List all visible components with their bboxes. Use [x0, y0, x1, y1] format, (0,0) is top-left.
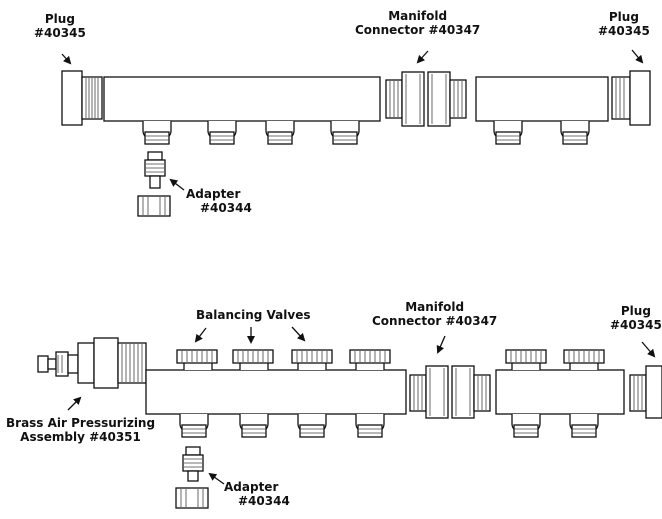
bottom-callout-arrows	[67, 326, 656, 485]
top-left-plug-label-line1: Plug	[44, 12, 75, 26]
top-manifold-body-right	[475, 76, 609, 122]
top-manifold-connector-label-line1: Manifold	[388, 9, 448, 23]
top-right-plug	[611, 70, 651, 126]
bottom-manifold-connector-label-line2: Connector #40347	[372, 314, 498, 328]
bottom-manifold-body-left	[145, 369, 407, 415]
bottom-right-plug-label: Plug #40345	[610, 304, 662, 332]
top-adapter	[137, 151, 171, 217]
top-right-plug-label-line2: #40345	[598, 24, 650, 38]
top-outlet-ports	[142, 121, 360, 145]
top-right-plug-label-line1: Plug	[608, 10, 639, 24]
brass-air-pressurizing-assembly	[37, 337, 147, 389]
bottom-assembly	[37, 337, 662, 509]
bottom-outlet-ports	[179, 414, 385, 438]
pressurizing-assembly-label-line1: Brass Air Pressurizing	[6, 416, 156, 430]
top-adapter-label-line1: Adapter	[186, 187, 241, 201]
top-left-plug-label: Plug #40345	[34, 12, 86, 40]
bottom-adapter-label-line1: Adapter	[224, 480, 279, 494]
bottom-manifold-body-right	[495, 369, 625, 415]
pressurizing-assembly-label: Brass Air Pressurizing Assembly #40351	[6, 416, 155, 444]
balancing-valves-label-line1: Balancing Valves	[196, 308, 311, 322]
bottom-right-plug-label-line2: #40345	[610, 318, 662, 332]
bottom-manifold-connector	[409, 365, 491, 419]
top-manifold-connector-label: Manifold Connector #40347	[355, 9, 480, 37]
bottom-balancing-valve-stems	[176, 349, 391, 370]
top-adapter-label-line2: #40344	[200, 201, 252, 215]
top-assembly	[61, 70, 651, 217]
top-manifold-body-left	[103, 76, 381, 122]
bottom-manifold-connector-label-line1: Manifold	[405, 300, 465, 314]
bottom-right-plug	[629, 365, 662, 419]
top-left-plug-label-line2: #40345	[34, 26, 86, 40]
pressurizing-assembly-label-line2: Assembly #40351	[20, 430, 141, 444]
bottom-right-plug-label-line1: Plug	[620, 304, 651, 318]
bottom-manifold-connector-label: Manifold Connector #40347	[372, 300, 497, 328]
bottom-right-valves	[505, 349, 605, 438]
top-left-plug	[61, 70, 103, 126]
top-right-plug-label: Plug #40345	[598, 10, 650, 38]
top-callout-arrows	[61, 49, 644, 191]
bottom-adapter-label-line2: #40344	[238, 494, 290, 508]
top-manifold-connector	[385, 71, 467, 127]
bottom-adapter	[175, 446, 209, 509]
top-adapter-label: Adapter #40344	[186, 187, 252, 215]
top-manifold-connector-label-line2: Connector #40347	[355, 23, 481, 37]
bottom-adapter-label: Adapter #40344	[224, 480, 290, 508]
balancing-valves-label: Balancing Valves	[196, 308, 310, 322]
top-right-outlet-ports	[493, 121, 590, 145]
